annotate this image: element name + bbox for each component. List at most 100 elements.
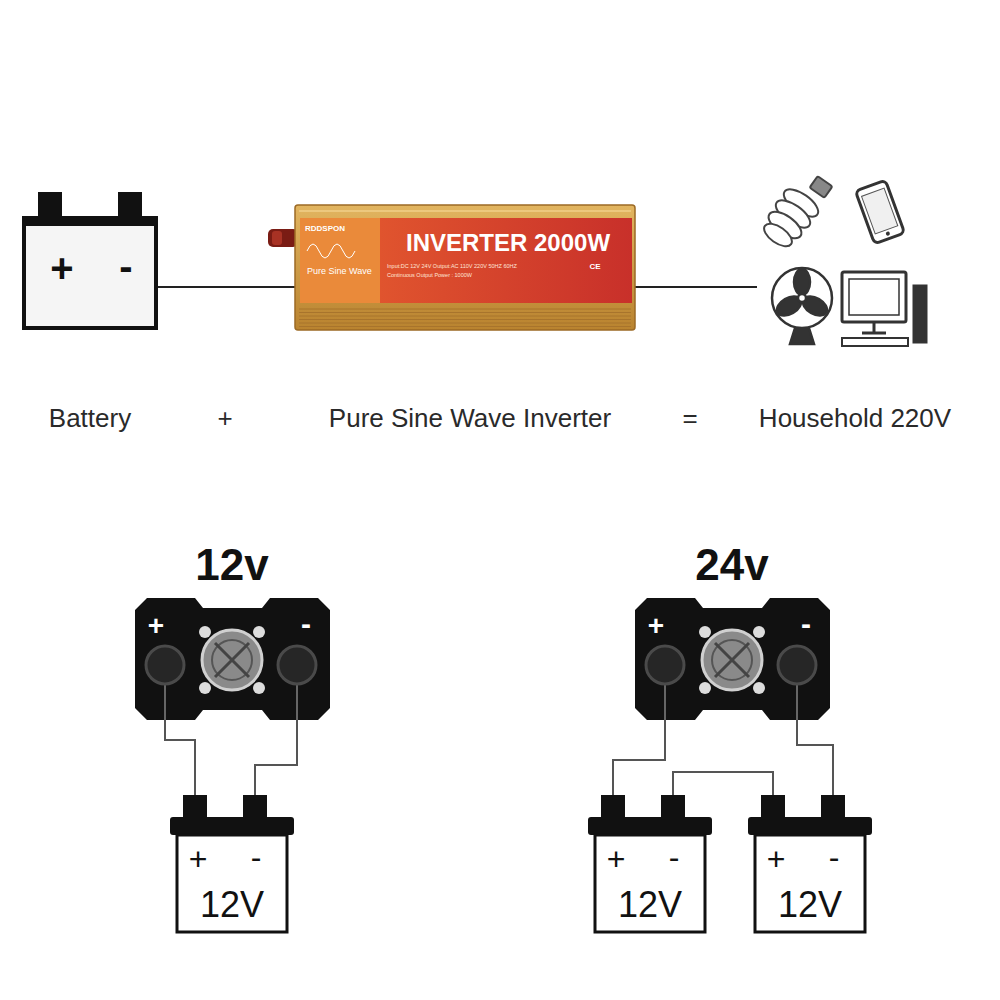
node-text: INVERTER 2000W [406, 231, 610, 255]
drawing-part [760, 176, 832, 251]
drawing-part [790, 328, 814, 344]
drawing-part [164, 682, 166, 720]
drawing-part [798, 294, 806, 302]
drawing-part [199, 626, 211, 638]
caption-label: Pure Sine Wave Inverter [329, 405, 611, 431]
drawing-part [22, 216, 158, 226]
battery-12v: + - 12V [170, 795, 294, 935]
drawing-part [253, 626, 265, 638]
battery-icon-outline [22, 192, 158, 330]
node-text: 12V [778, 887, 842, 923]
drawing-part [118, 192, 142, 220]
drawing-part [268, 229, 298, 247]
node-text: - [119, 246, 132, 286]
drawing-part [772, 268, 832, 344]
node-text: + [648, 612, 664, 640]
drawing-part [588, 817, 712, 835]
drawing-part [760, 219, 795, 250]
battery-icon: +- [22, 192, 158, 330]
drawing-part [664, 682, 666, 720]
drawing-part [699, 626, 711, 638]
drawing-part [380, 218, 632, 303]
drawing-part [253, 682, 265, 694]
drawing-part [635, 286, 757, 288]
node-text: Continuous Output Power : 1000W [387, 273, 472, 279]
drawing-part [755, 835, 865, 932]
battery-12v: +-12V [588, 795, 712, 935]
drawing-part [299, 326, 631, 327]
drawing-part [715, 643, 749, 677]
drawing-part [295, 205, 635, 330]
drawing-part [296, 682, 298, 720]
drawing-part [855, 180, 904, 244]
caption-label: = [682, 405, 697, 431]
node-text: - [251, 841, 262, 873]
drawing-part [199, 682, 211, 694]
drawing-part [842, 272, 906, 322]
drawing-part [24, 218, 156, 328]
connector-wire [255, 720, 297, 795]
drawing-part [862, 332, 886, 335]
node-text: 12v [195, 543, 268, 587]
drawing-part [300, 218, 382, 303]
inverter-back-panel-outline [135, 598, 330, 720]
drawing-part [299, 210, 631, 212]
drawing-part [772, 268, 832, 328]
drawing-part [753, 626, 765, 638]
node-text: + [607, 843, 626, 875]
connector-wire [673, 772, 773, 795]
drawing-part [215, 643, 249, 677]
drawing-part [135, 598, 330, 720]
node-text: RDDSPON [305, 225, 345, 233]
drawing-part [712, 640, 752, 680]
drawing-part [842, 338, 908, 346]
drawing-part [914, 286, 926, 342]
drawing-part [646, 646, 684, 684]
drawing-part [873, 322, 876, 332]
connector-wire [165, 720, 195, 795]
drawing-part [778, 646, 816, 684]
node-text: Pure Sine Wave [307, 267, 372, 276]
drawing-part [299, 316, 631, 317]
drawing-part [299, 323, 631, 324]
connector-wire [158, 286, 295, 288]
node-text: + [767, 843, 786, 875]
drawing-part [862, 188, 898, 234]
node-text: - [669, 841, 680, 873]
inverter-back-panel: 12v+- [135, 598, 330, 720]
node-text: + [50, 248, 73, 288]
battery-12v: + - 12V [748, 795, 872, 935]
caption-label: + [217, 405, 232, 431]
connector-wire [797, 720, 833, 795]
drawing-part [794, 269, 810, 295]
node-text: 12V [200, 887, 264, 923]
drawing-part [699, 682, 711, 694]
drawing-part [715, 643, 749, 677]
drawing-part [170, 817, 294, 835]
node-text: Input:DC 12V 24V Output:AC 110V 220V 50H… [387, 264, 517, 270]
drawing-part [299, 309, 631, 310]
drawing-part [146, 646, 184, 684]
node-text: + [148, 612, 164, 640]
drawing-part [810, 176, 833, 198]
drawing-part [595, 835, 705, 932]
drawing-part [212, 640, 252, 680]
drawing-part [278, 646, 316, 684]
drawing-part [849, 279, 899, 315]
drawing-part [748, 817, 872, 835]
node-text: + [189, 843, 208, 875]
connector-wire [613, 720, 665, 795]
drawing-part [842, 272, 926, 346]
drawing-part [307, 244, 355, 258]
node-text: - [829, 841, 840, 873]
inverter-back-panel: 24v+- [635, 598, 830, 720]
drawing-part [796, 682, 798, 720]
node-text: - [301, 609, 311, 639]
caption-label: Battery [49, 405, 131, 431]
drawing-part [635, 598, 830, 720]
drawing-part [299, 312, 631, 313]
node-text: 24v [695, 543, 768, 587]
inverter-back-panel-outline [635, 598, 830, 720]
drawing-part [38, 192, 62, 220]
